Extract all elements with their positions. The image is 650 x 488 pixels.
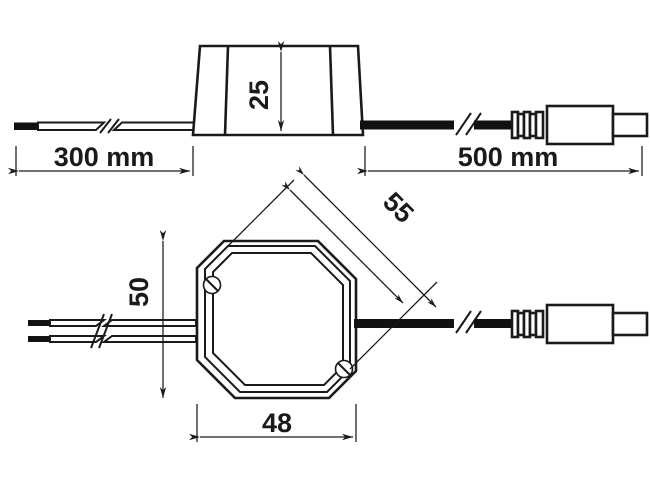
wire-segment-right-a xyxy=(360,120,454,130)
connector-ring-5-b xyxy=(534,309,545,339)
wire-tip-bottom-1 xyxy=(28,320,50,326)
wire-segment-left-b xyxy=(111,121,196,131)
connector-tip-b xyxy=(611,311,649,337)
break-symbol-bottom-left xyxy=(90,313,113,349)
wire-segment-right-b xyxy=(474,120,516,130)
driver-housing-octagon xyxy=(195,239,358,400)
input-leads-bottom xyxy=(28,313,197,349)
wire-bottom-1b xyxy=(101,319,197,327)
wire-bottom-2b xyxy=(101,335,197,343)
dimension-label-50: 50 xyxy=(124,277,154,307)
wire-tip-bottom-2 xyxy=(28,336,50,342)
output-lead-top xyxy=(360,112,516,136)
mounting-hole-bottom-right xyxy=(334,345,354,379)
wire-segment-left-a xyxy=(37,121,107,131)
dimension-body-height: 25 xyxy=(244,41,285,131)
connector-body-b xyxy=(545,303,615,345)
side-elevation-view: 25 xyxy=(8,41,649,176)
dimension-line-55 xyxy=(295,166,437,308)
break-symbol-top-left xyxy=(99,118,120,134)
wire-stripped-tip-top xyxy=(14,122,38,130)
mounting-hole-top-left xyxy=(202,272,222,296)
plan-view: 50 48 55 xyxy=(28,166,649,442)
dc-barrel-connector-top xyxy=(510,104,649,146)
housing-partition-left xyxy=(223,45,230,136)
dimension-label-25: 25 xyxy=(244,80,274,110)
housing-outline-side xyxy=(191,44,365,137)
break-symbol-bottom-right xyxy=(455,310,482,334)
dimension-label-48: 48 xyxy=(262,408,292,438)
break-symbol-top-right xyxy=(455,112,482,136)
wire-segment-bottom-right-b xyxy=(474,319,516,328)
dimension-label-300: 300 mm xyxy=(54,142,155,172)
connector-ring-5 xyxy=(534,110,545,140)
dc-barrel-connector-bottom xyxy=(510,303,649,345)
dimension-lead-out-length: 500 mm xyxy=(357,142,643,176)
dimension-body-width: 48 xyxy=(189,404,357,442)
dimension-body-depth: 50 xyxy=(124,230,167,398)
wire-bottom-2a xyxy=(49,335,107,343)
input-lead-top xyxy=(14,118,196,134)
driver-housing-side xyxy=(191,44,365,137)
ext-line-55-a xyxy=(227,179,295,247)
mounting-hole-cross-tl xyxy=(205,278,219,292)
connector-tip xyxy=(611,112,649,138)
wire-segment-bottom-right-a xyxy=(354,319,454,328)
wire-bottom-1a xyxy=(49,319,107,327)
dimension-lead-in-length: 300 mm xyxy=(8,142,194,176)
connector-body xyxy=(545,104,615,146)
dimension-label-55: 55 xyxy=(377,186,419,228)
mounting-hole-cross-br xyxy=(337,362,351,376)
dimension-label-500: 500 mm xyxy=(458,142,559,172)
output-lead-bottom xyxy=(354,310,516,334)
housing-partition-right xyxy=(328,45,335,136)
